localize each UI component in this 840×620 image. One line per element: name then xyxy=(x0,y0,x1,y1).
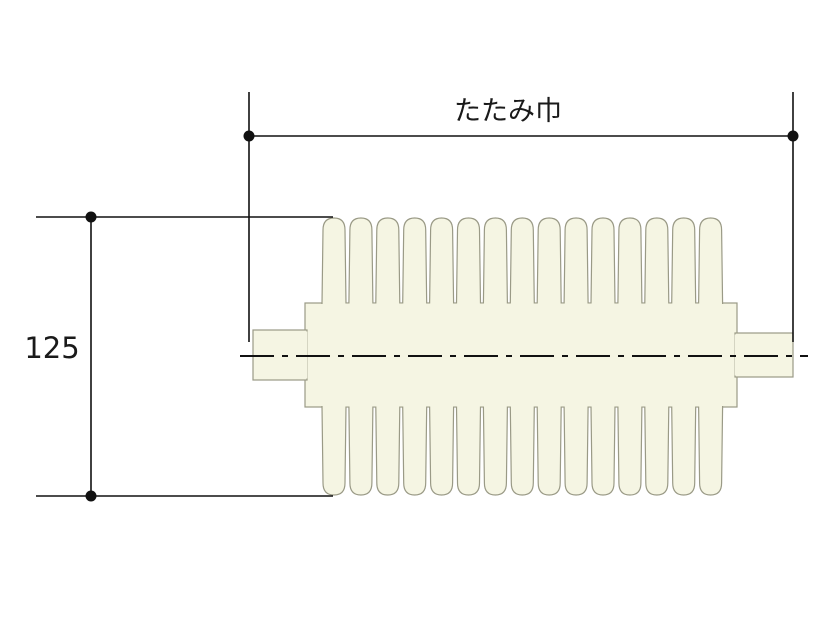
width-dot-right xyxy=(787,130,799,142)
bottom-pleat xyxy=(644,405,670,496)
bottom-pleats xyxy=(321,404,724,496)
bottom-pleat xyxy=(455,405,482,496)
bottom-pleat xyxy=(348,405,374,496)
top-pleat xyxy=(321,217,347,305)
bottom-pleat xyxy=(321,405,347,496)
height-dimension: 125 xyxy=(24,211,333,502)
width-label: たたみ巾 xyxy=(454,96,562,127)
top-pleat xyxy=(455,217,482,305)
top-pleat xyxy=(482,217,508,305)
top-pleat xyxy=(644,217,670,305)
top-pleat xyxy=(375,217,401,305)
bottom-pleat xyxy=(617,405,643,496)
bottom-pleat xyxy=(402,405,428,496)
bottom-pleat xyxy=(671,405,697,496)
top-pleats xyxy=(321,217,724,306)
bottom-pleat xyxy=(429,405,455,496)
top-pleat xyxy=(671,217,697,305)
top-pleat xyxy=(590,217,616,305)
top-pleat xyxy=(536,217,562,305)
top-pleat xyxy=(509,217,535,305)
top-pleat xyxy=(698,217,724,305)
bottom-pleat xyxy=(375,405,401,496)
height-label: 125 xyxy=(24,331,79,365)
top-pleat xyxy=(429,217,455,305)
height-dot-bottom xyxy=(85,490,97,502)
top-pleat xyxy=(348,217,374,305)
bottom-pleat xyxy=(509,405,535,496)
top-pleat xyxy=(563,217,589,305)
top-pleat xyxy=(402,217,428,305)
bottom-pleat xyxy=(482,405,508,496)
height-dot-top xyxy=(85,211,97,223)
bottom-pleat xyxy=(698,405,724,496)
top-pleat xyxy=(617,217,643,305)
bottom-pleat xyxy=(536,405,562,496)
bellows-body xyxy=(252,217,794,496)
bottom-pleat xyxy=(590,405,616,496)
bottom-pleat xyxy=(563,405,589,496)
width-dot-left xyxy=(243,130,255,142)
